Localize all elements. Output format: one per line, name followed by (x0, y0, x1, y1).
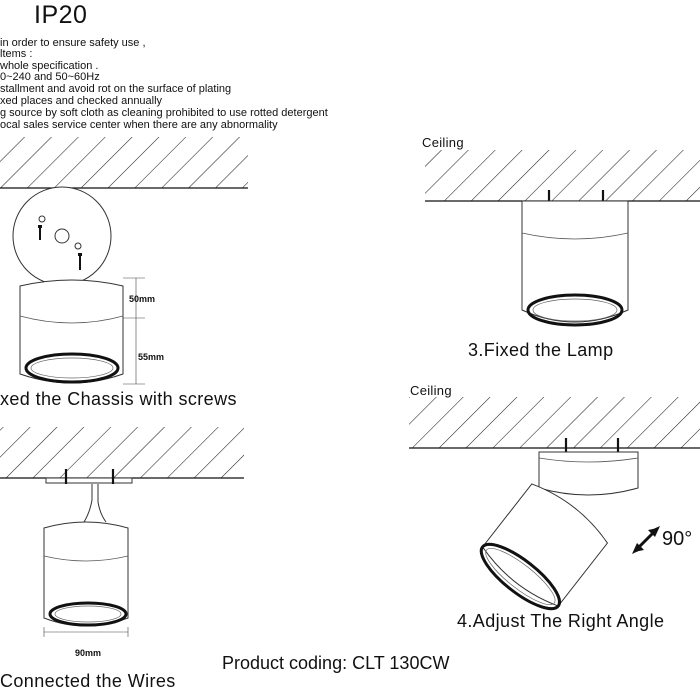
dimension-lower-height: 55mm (138, 352, 165, 362)
step2-caption: Connected the Wires (0, 671, 176, 691)
lamp-base-step4 (538, 451, 639, 496)
step1-caption: xed the Chassis with screws (0, 389, 237, 409)
ceiling-hatch-step1 (0, 137, 248, 189)
ceiling-hatch-step2 (0, 427, 244, 479)
ceiling-hatch-step4 (409, 397, 700, 449)
step3-caption: 3.Fixed the Lamp (468, 340, 614, 360)
ip-rating: IP20 (34, 1, 88, 29)
lamp-body-step3 (521, 200, 629, 327)
note-line: g source by soft cloth as cleaning prohi… (0, 107, 328, 119)
dimension-lines (43, 277, 145, 637)
dimension-upper-height: 50mm (129, 294, 156, 304)
dimension-diameter: 90mm (75, 648, 102, 658)
wire-icon (83, 484, 107, 523)
note-line: 0~240 and 50~60Hz (0, 71, 100, 83)
note-line: xed places and checked annually (0, 95, 163, 107)
ceiling-label-step3: Ceiling (422, 135, 464, 150)
step4-caption: 4.Adjust The Right Angle (457, 611, 665, 631)
mounting-plate-step2 (45, 477, 133, 484)
note-line: ocal sales service center when there are… (0, 119, 278, 131)
lamp-body-step1 (19, 279, 124, 384)
lamp-head-step4-tilted (479, 483, 609, 611)
screw-icon (78, 253, 82, 270)
lamp-body-step2 (43, 521, 129, 627)
note-line: in order to ensure safety use , (0, 37, 146, 49)
note-line: ltems : (0, 48, 33, 60)
ceiling-hatch-step3 (425, 150, 700, 202)
product-code: Product coding: CLT 130CW (222, 653, 450, 673)
note-line: stallment and avoid rot on the surface o… (0, 83, 232, 95)
chassis-plate (12, 186, 112, 286)
screw-icon (38, 225, 42, 240)
angle-label: 90° (662, 528, 693, 550)
note-line: whole specification . (0, 60, 99, 72)
rotate-arrow-icon (632, 526, 660, 554)
ceiling-label-step4: Ceiling (410, 383, 452, 398)
